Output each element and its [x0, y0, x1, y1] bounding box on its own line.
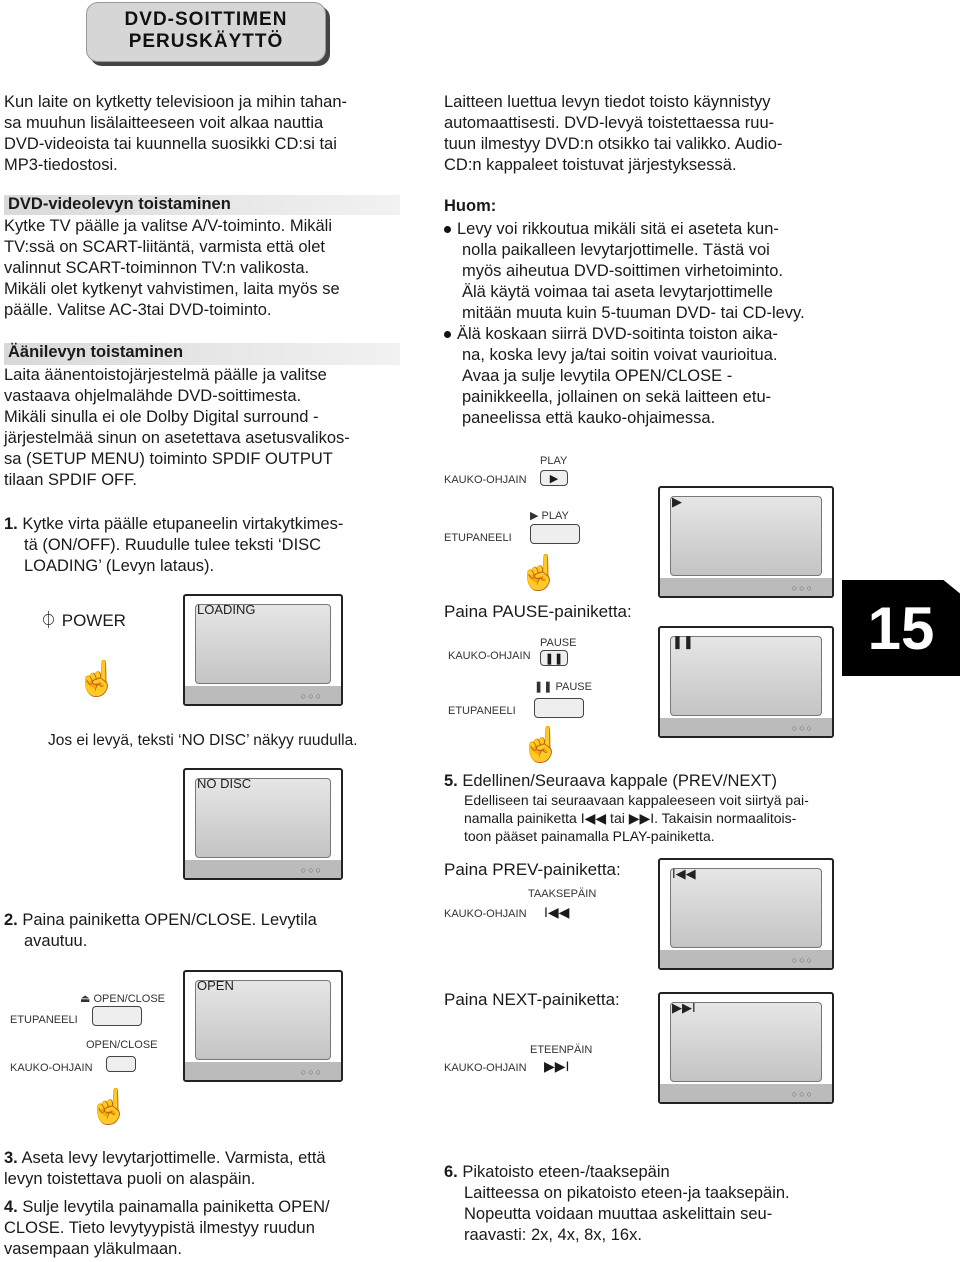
- tv-screen-next: ▶▶I ○○○: [658, 992, 834, 1104]
- next-remote-label: ETEENPÄIN: [530, 1044, 593, 1056]
- hand-pointer-icon: ☝: [88, 1088, 131, 1126]
- play-remote-label: PLAY: [540, 455, 568, 467]
- title-line-2: PERUSKÄYTTÖ: [128, 31, 284, 52]
- play-icon: ▶: [549, 472, 559, 485]
- huom-bullet-2: Älä koskaan siirrä DVD-soitinta toiston …: [444, 324, 840, 429]
- intro-paragraph: Kun laite on kytketty televisioon ja mih…: [4, 93, 348, 174]
- step-3: 3. Aseta levy levytarjottimelle. Varmist…: [4, 1149, 326, 1188]
- eject-icon: ⏏: [80, 993, 91, 1005]
- pause-panel-label: ❚❚ PAUSE: [534, 681, 592, 693]
- pause-icon: ❚❚: [544, 652, 564, 665]
- pause-remote-label: PAUSE: [540, 637, 577, 649]
- title-line-1: DVD-SOITTIMEN: [124, 9, 288, 30]
- step-6: 6. Pikatoisto eteen-/taaksepäin Laittees…: [444, 1163, 790, 1244]
- eject-label: ⏏ OPEN/CLOSE: [80, 993, 165, 1005]
- prev-caption: Paina PREV-painiketta:: [444, 860, 621, 879]
- page-number: 15: [842, 580, 960, 676]
- hand-pointer-icon: ☝: [520, 726, 563, 764]
- tv-screen-open: OPEN ○○○: [183, 970, 343, 1082]
- dvd-section-text: Kytke TV päälle ja valitse A/V-toiminto.…: [4, 217, 340, 319]
- open-close-panel-button[interactable]: [92, 1006, 142, 1026]
- prev-remote-label: TAAKSEPÄIN: [528, 888, 597, 900]
- dvd-section-heading: DVD-videolevyn toistaminen: [4, 195, 400, 215]
- tv-screen-loading: LOADING ○○○: [183, 594, 343, 706]
- tv-screen-nodisc: NO DISC ○○○: [183, 768, 343, 880]
- huom-heading: Huom:: [444, 197, 497, 215]
- bullet-icon: [444, 226, 451, 234]
- tv-screen-play: ▶ ○○○: [658, 486, 834, 598]
- prev-track-icon: I◀◀: [672, 866, 696, 881]
- play-panel-button[interactable]: [530, 524, 580, 544]
- next-track-icon: ▶▶I: [672, 1000, 696, 1015]
- bullet-icon: [444, 331, 451, 339]
- etupaneeli-label-3: ETUPANEELI: [448, 705, 516, 717]
- step-4: 4. Sulje levytila painamalla painiketta …: [4, 1198, 330, 1258]
- right-intro: Laitteen luettua levyn tiedot toisto käy…: [444, 93, 783, 174]
- audio-section-text: Laita äänentoistojärjestelmä päälle ja v…: [4, 366, 350, 489]
- kauko-label-3: KAUKO-OHJAIN: [448, 650, 531, 662]
- play-remote-button[interactable]: ▶: [540, 470, 568, 486]
- play-icon: ▶: [672, 494, 682, 509]
- kauko-label-5: KAUKO-OHJAIN: [444, 1062, 527, 1074]
- page-title: DVD-SOITTIMEN PERUSKÄYTTÖ: [86, 2, 326, 62]
- open-close-remote-label: OPEN/CLOSE: [86, 1039, 158, 1051]
- pause-icon: ❚❚: [534, 681, 553, 693]
- next-caption: Paina NEXT-painiketta:: [444, 990, 620, 1009]
- huom-bullet-1: Levy voi rikkoutua mikäli sitä ei asetet…: [444, 219, 840, 324]
- step-2: 2. Paina painiketta OPEN/CLOSE. Levytila…: [4, 911, 317, 950]
- play-icon: ▶: [530, 510, 539, 522]
- step-5: 5. Edellinen/Seuraava kappale (PREV/NEXT…: [444, 772, 809, 844]
- hand-pointer-icon: ☝: [76, 660, 119, 698]
- open-close-remote-button[interactable]: [106, 1056, 136, 1072]
- etupaneeli-label-1: ETUPANEELI: [10, 1014, 78, 1026]
- tv-screen-prev: I◀◀ ○○○: [658, 858, 834, 970]
- step-1: 1. Kytke virta päälle etupaneelin virtak…: [4, 515, 344, 575]
- kauko-label-1: KAUKO-OHJAIN: [10, 1062, 93, 1074]
- kauko-label-4: KAUKO-OHJAIN: [444, 908, 527, 920]
- pause-icon: ❚❚: [672, 634, 694, 649]
- audio-section-heading: Äänilevyn toistaminen: [4, 343, 400, 365]
- play-panel-label: ▶ PLAY: [530, 510, 569, 522]
- power-button-label-group: ⏀ POWER: [40, 611, 126, 630]
- next-track-icon[interactable]: ▶▶I: [544, 1058, 570, 1074]
- power-icon: ⏀: [40, 611, 57, 630]
- pause-caption: Paina PAUSE-painiketta:: [444, 602, 632, 621]
- no-disc-note: Jos ei levyä, teksti ‘NO DISC’ näkyy ruu…: [48, 732, 358, 749]
- hand-pointer-icon: ☝: [518, 554, 561, 592]
- tv-screen-pause: ❚❚ ○○○: [658, 626, 834, 738]
- etupaneeli-label-2: ETUPANEELI: [444, 532, 512, 544]
- prev-track-icon[interactable]: I◀◀: [544, 904, 570, 920]
- pause-remote-button[interactable]: ❚❚: [540, 650, 568, 666]
- pause-panel-button[interactable]: [534, 698, 584, 718]
- kauko-label-2: KAUKO-OHJAIN: [444, 474, 527, 486]
